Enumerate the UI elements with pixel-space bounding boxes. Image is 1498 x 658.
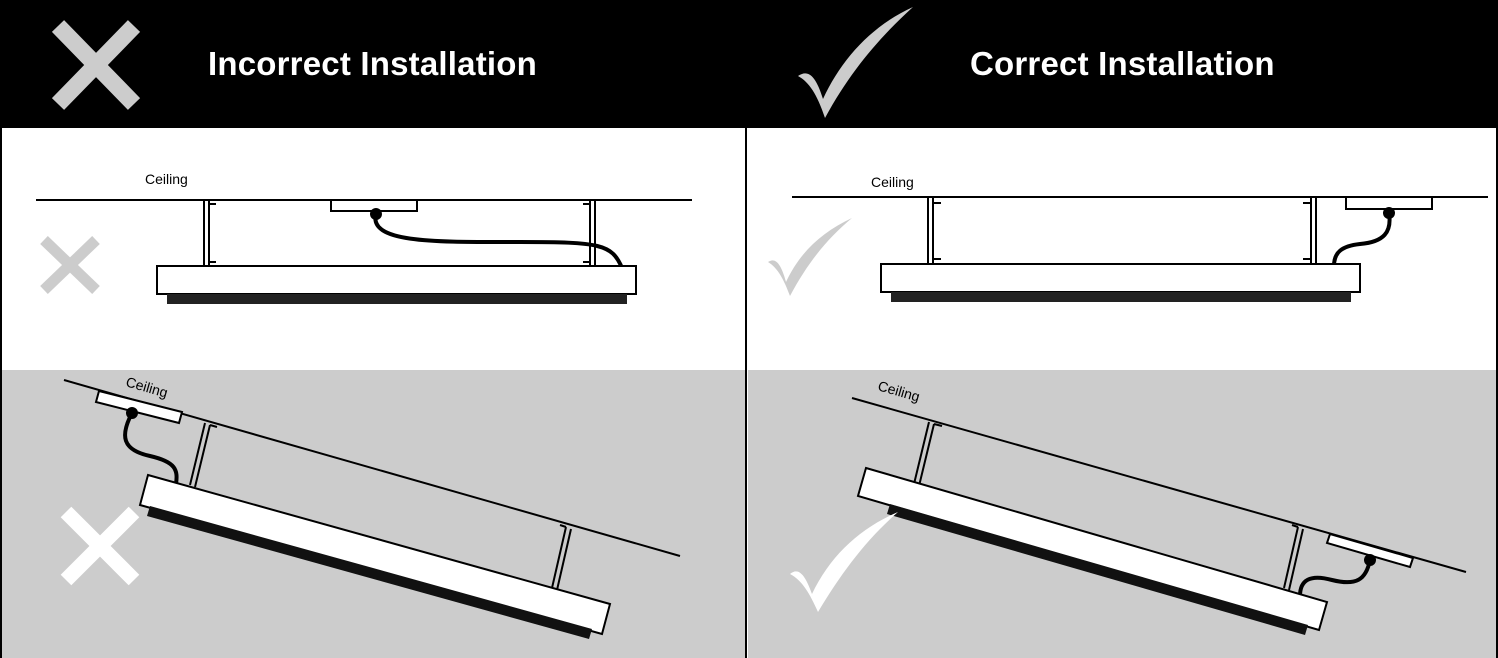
mounting-bracket <box>1283 524 1304 591</box>
fixture-diffuser <box>147 506 592 639</box>
mounting-bracket <box>927 197 941 264</box>
ceiling-label: Ceiling <box>876 378 922 405</box>
light-fixture <box>156 265 637 295</box>
ceiling-label: Ceiling <box>871 174 914 190</box>
mounting-bracket <box>189 422 218 488</box>
mounting-bracket <box>203 200 216 266</box>
power-cable <box>373 213 624 269</box>
frame-border-right <box>1496 128 1498 658</box>
fixture-diffuser <box>167 294 627 304</box>
x-mark-icon <box>60 506 140 586</box>
junction-box <box>94 389 184 425</box>
mounting-bracket <box>583 200 596 266</box>
check-mark-icon <box>790 512 898 612</box>
correct-installation-title: Correct Installation <box>970 45 1275 82</box>
mounting-bracket <box>551 524 572 591</box>
header-bar: Incorrect Installation Correct Installat… <box>0 0 1498 128</box>
correct-sloped-ceiling-panel: Ceiling <box>748 370 1498 658</box>
fixture-diffuser <box>891 292 1351 302</box>
mounting-bracket <box>1303 197 1317 264</box>
junction-box <box>1325 532 1415 569</box>
incorrect-flat-ceiling-panel: Ceiling <box>0 128 746 370</box>
light-fixture <box>138 473 612 636</box>
power-cable <box>1298 559 1372 597</box>
panel-divider <box>745 128 747 658</box>
ceiling-label: Ceiling <box>124 374 170 401</box>
light-fixture <box>880 263 1361 293</box>
mounting-bracket <box>913 421 943 487</box>
x-mark-icon <box>51 20 141 110</box>
light-fixture <box>856 466 1329 632</box>
power-cable <box>1332 212 1392 267</box>
frame-border-left <box>0 128 2 658</box>
x-mark-icon <box>40 236 100 294</box>
correct-flat-ceiling-panel: Ceiling <box>748 128 1498 370</box>
incorrect-sloped-ceiling-panel: Ceiling <box>0 370 746 658</box>
incorrect-installation-title: Incorrect Installation <box>208 45 537 82</box>
check-mark-icon <box>798 7 913 118</box>
ceiling-label: Ceiling <box>145 171 188 187</box>
fixture-diffuser <box>887 504 1308 635</box>
check-mark-icon <box>768 218 852 296</box>
power-cable <box>123 412 179 485</box>
